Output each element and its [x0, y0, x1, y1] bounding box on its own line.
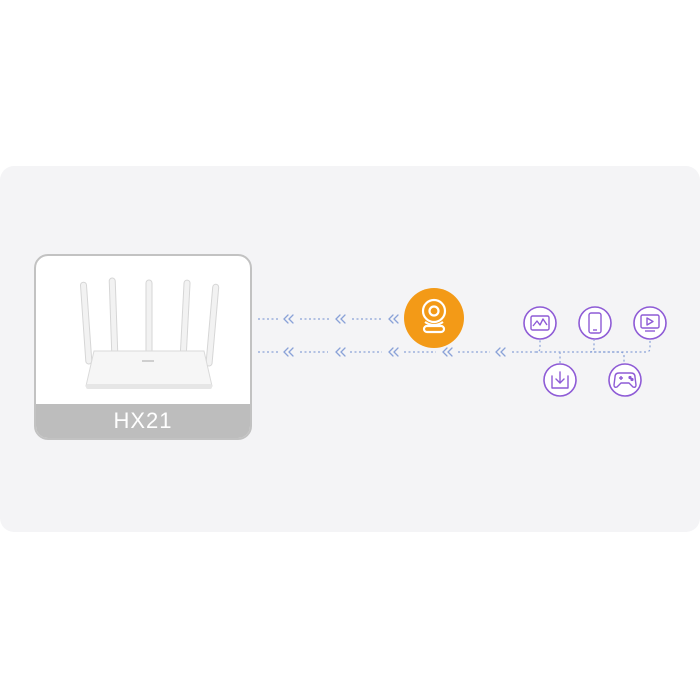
router-model-label: HX21	[36, 404, 250, 438]
device-download	[543, 363, 577, 397]
device-activity	[523, 306, 557, 340]
security-camera-icon	[421, 298, 447, 334]
chevron-left-icon	[335, 347, 346, 357]
chevron-left-icon	[283, 347, 294, 357]
chevron-left-icon	[388, 347, 399, 357]
upper-direction-arrows	[283, 314, 399, 324]
chevron-left-icon	[283, 314, 294, 324]
tv-play-icon	[640, 314, 660, 332]
activity-monitor-icon	[530, 315, 550, 331]
download-icon	[551, 371, 569, 389]
chevron-left-icon	[335, 314, 346, 324]
smartphone-icon	[588, 312, 602, 334]
camera-node	[404, 288, 464, 348]
chevron-left-icon	[495, 347, 506, 357]
lower-direction-arrows	[283, 347, 506, 357]
device-connectors	[512, 340, 651, 364]
device-tv	[633, 306, 667, 340]
device-smartphone	[578, 306, 612, 340]
chevron-left-icon	[388, 314, 399, 324]
device-gamepad	[608, 363, 642, 397]
chevron-left-icon	[442, 347, 453, 357]
router-card: HX21	[34, 254, 252, 440]
router-icon	[79, 277, 220, 389]
gamepad-icon	[613, 372, 637, 388]
